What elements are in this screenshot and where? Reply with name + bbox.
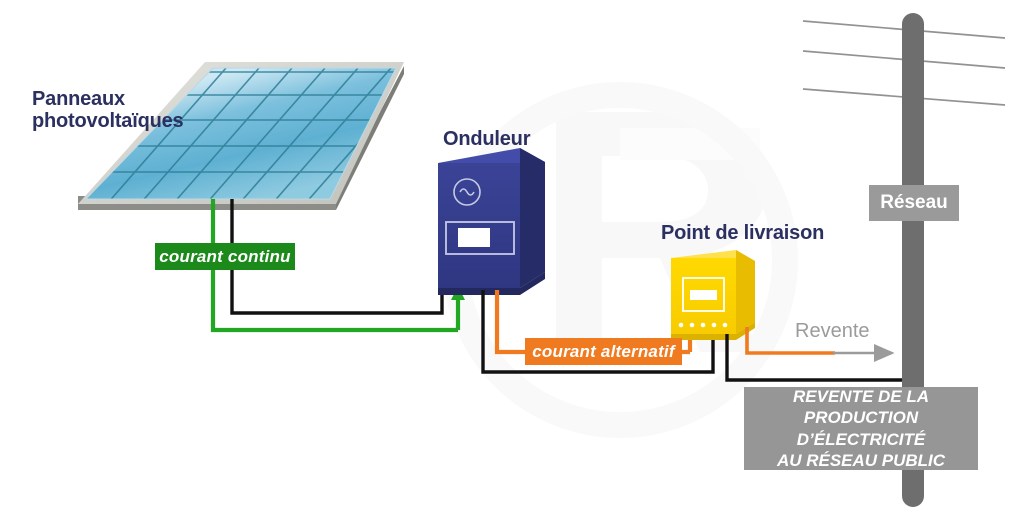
pole-mast xyxy=(902,13,924,507)
resale-cable-orange xyxy=(745,327,835,355)
dc-flow-chip: courant continu xyxy=(155,243,295,270)
ac-cable-black xyxy=(481,290,715,374)
ac-sine-icon xyxy=(453,178,481,206)
inverter-display xyxy=(458,228,490,247)
ac-flow-chip: courant alternatif xyxy=(525,338,682,365)
inverter-label: Onduleur xyxy=(443,128,531,150)
meter-device xyxy=(671,250,755,340)
dc-flow-chip-label: courant continu xyxy=(159,246,291,266)
resale-callout-line2: D’ÉLECTRICITÉ xyxy=(796,429,926,449)
grid-label-sign: Réseau xyxy=(869,185,959,221)
panels-label: Panneaux photovoltaïques xyxy=(32,88,184,133)
ac-flow-chip-label: courant alternatif xyxy=(532,341,675,361)
solar-panel xyxy=(78,62,404,210)
meter-indicator-lights xyxy=(678,322,728,328)
resale-flow-label: Revente xyxy=(795,320,870,342)
resale-callout-line3: AU RÉSEAU PUBLIC xyxy=(776,450,946,470)
inverter-device xyxy=(438,148,545,295)
grid-label-text: Réseau xyxy=(880,192,948,213)
utility-pole xyxy=(802,13,1006,507)
meter-display-frame xyxy=(682,277,725,312)
resale-callout-box: REVENTE DE LA PRODUCTION D’ÉLECTRICITÉ A… xyxy=(744,387,978,470)
inverter-display-frame xyxy=(445,221,515,255)
dc-cable-green xyxy=(210,199,458,333)
resale-callout-line1: REVENTE DE LA PRODUCTION xyxy=(792,386,930,428)
resale-cable-black xyxy=(725,334,905,382)
meter-display xyxy=(690,290,717,300)
delivery-point-label: Point de livraison xyxy=(661,222,825,244)
